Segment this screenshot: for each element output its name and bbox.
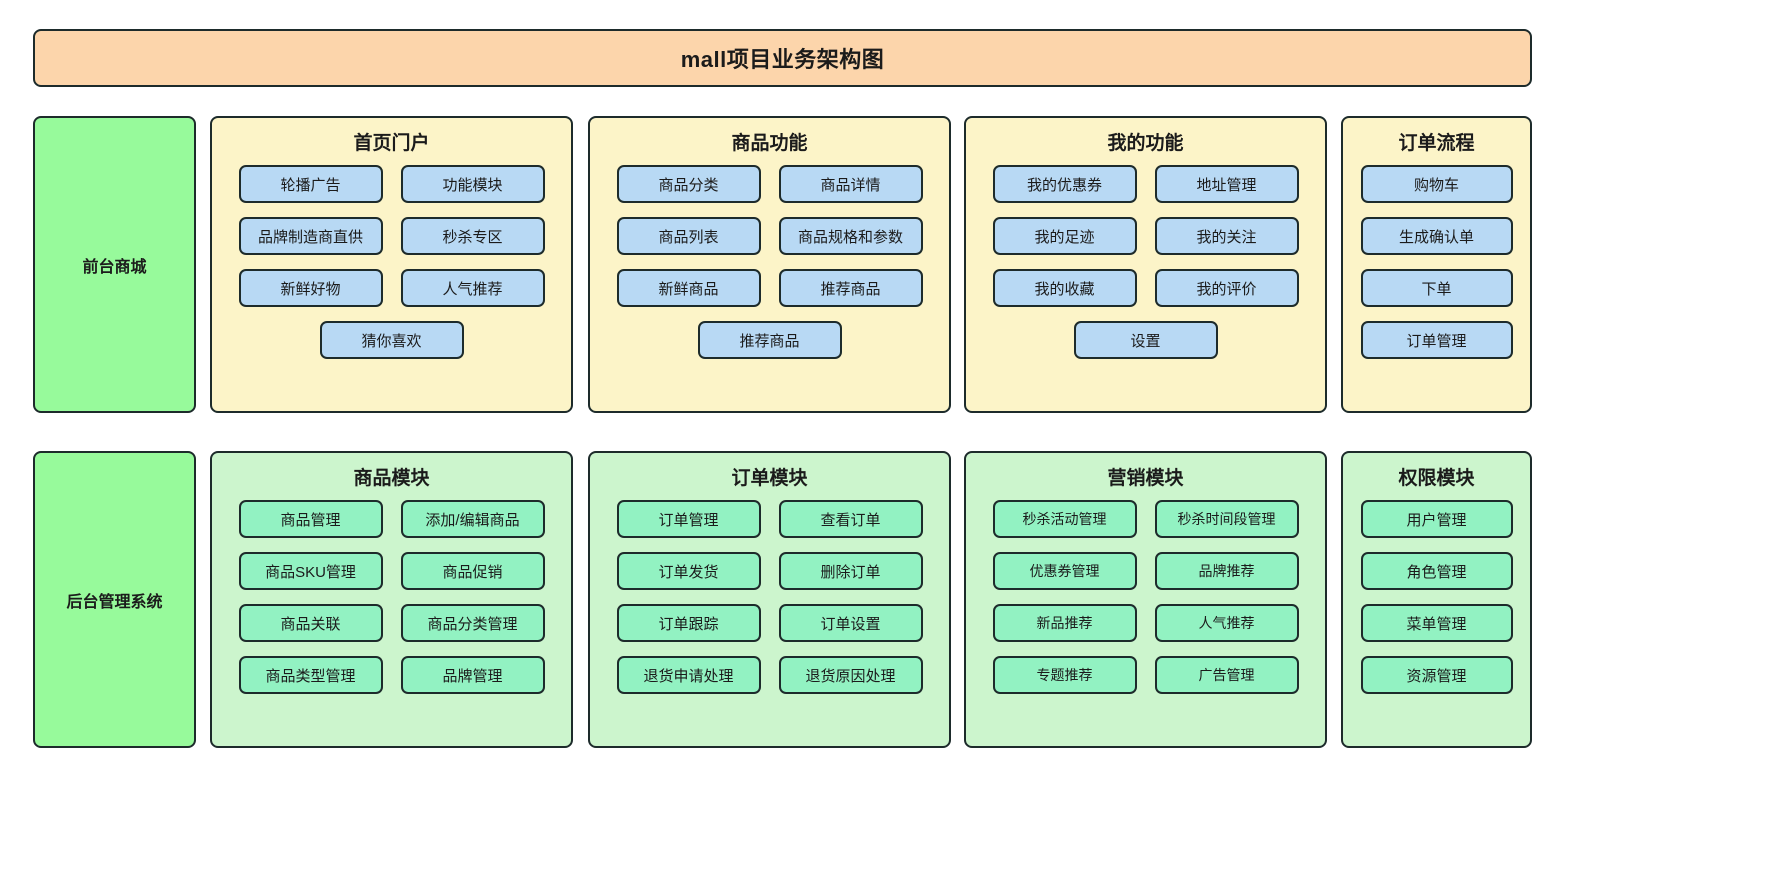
panel-order-module: 订单模块 订单管理查看订单订单发货删除订单订单跟踪订单设置退货申请处理退货原因处… xyxy=(588,451,951,748)
node-box[interactable]: 商品规格和参数 xyxy=(778,217,923,255)
node-box[interactable]: 品牌管理 xyxy=(400,656,545,694)
node-box[interactable]: 地址管理 xyxy=(1154,165,1299,203)
node-box[interactable]: 生成确认单 xyxy=(1360,217,1513,255)
node-box[interactable]: 订单管理 xyxy=(616,500,761,538)
node-box[interactable]: 商品关联 xyxy=(238,604,383,642)
panel-title: 商品模块 xyxy=(353,468,430,489)
panel-title: 营销模块 xyxy=(1107,468,1184,489)
panel-node-grid: 商品管理添加/编辑商品商品SKU管理商品促销商品关联商品分类管理商品类型管理品牌… xyxy=(212,500,571,694)
node-box[interactable]: 人气推荐 xyxy=(400,269,545,307)
node-box[interactable]: 新品推荐 xyxy=(992,604,1137,642)
node-box[interactable]: 推荐商品 xyxy=(778,269,923,307)
node-box[interactable]: 商品类型管理 xyxy=(238,656,383,694)
panel-title: 首页门户 xyxy=(353,133,430,154)
node-box[interactable]: 优惠券管理 xyxy=(992,552,1137,590)
node-box[interactable]: 菜单管理 xyxy=(1360,604,1513,642)
node-box[interactable]: 品牌制造商直供 xyxy=(238,217,383,255)
node-box[interactable]: 下单 xyxy=(1360,269,1513,307)
node-box[interactable]: 订单管理 xyxy=(1360,321,1513,359)
node-box[interactable]: 推荐商品 xyxy=(697,321,842,359)
panel-order-flow: 订单流程 购物车生成确认单下单订单管理 xyxy=(1341,116,1532,413)
node-box[interactable]: 我的评价 xyxy=(1154,269,1299,307)
node-box[interactable]: 轮播广告 xyxy=(238,165,383,203)
node-box[interactable]: 秒杀专区 xyxy=(400,217,545,255)
node-box[interactable]: 订单跟踪 xyxy=(616,604,761,642)
node-box[interactable]: 秒杀时间段管理 xyxy=(1154,500,1299,538)
node-box[interactable]: 查看订单 xyxy=(778,500,923,538)
node-box[interactable]: 我的足迹 xyxy=(992,217,1137,255)
node-box[interactable]: 新鲜好物 xyxy=(238,269,383,307)
node-box[interactable]: 订单设置 xyxy=(778,604,923,642)
node-box[interactable]: 退货原因处理 xyxy=(778,656,923,694)
node-box[interactable]: 购物车 xyxy=(1360,165,1513,203)
node-box[interactable]: 角色管理 xyxy=(1360,552,1513,590)
node-box[interactable]: 商品促销 xyxy=(400,552,545,590)
panel-node-grid: 商品分类商品详情商品列表商品规格和参数新鲜商品推荐商品推荐商品 xyxy=(590,165,949,359)
panel-product-features: 商品功能 商品分类商品详情商品列表商品规格和参数新鲜商品推荐商品推荐商品 xyxy=(588,116,951,413)
panel-node-grid: 轮播广告功能模块品牌制造商直供秒杀专区新鲜好物人气推荐猜你喜欢 xyxy=(212,165,571,359)
diagram-title: mall项目业务架构图 xyxy=(33,29,1532,87)
node-box[interactable]: 我的优惠券 xyxy=(992,165,1137,203)
panel-my-features: 我的功能 我的优惠券地址管理我的足迹我的关注我的收藏我的评价设置 xyxy=(964,116,1327,413)
panel-node-grid: 秒杀活动管理秒杀时间段管理优惠券管理品牌推荐新品推荐人气推荐专题推荐广告管理 xyxy=(966,500,1325,694)
tier-label-frontend: 前台商城 xyxy=(33,116,196,413)
node-box[interactable]: 商品分类 xyxy=(616,165,761,203)
node-box[interactable]: 新鲜商品 xyxy=(616,269,761,307)
panel-title: 订单流程 xyxy=(1398,133,1475,154)
node-box[interactable]: 商品列表 xyxy=(616,217,761,255)
node-box[interactable]: 用户管理 xyxy=(1360,500,1513,538)
node-box[interactable]: 设置 xyxy=(1073,321,1218,359)
panel-title: 商品功能 xyxy=(731,133,808,154)
panel-permission-module: 权限模块 用户管理角色管理菜单管理资源管理 xyxy=(1341,451,1532,748)
panel-node-grid: 我的优惠券地址管理我的足迹我的关注我的收藏我的评价设置 xyxy=(966,165,1325,359)
node-box[interactable]: 功能模块 xyxy=(400,165,545,203)
panel-title: 订单模块 xyxy=(731,468,808,489)
panel-marketing-module: 营销模块 秒杀活动管理秒杀时间段管理优惠券管理品牌推荐新品推荐人气推荐专题推荐广… xyxy=(964,451,1327,748)
node-box[interactable]: 资源管理 xyxy=(1360,656,1513,694)
node-box[interactable]: 订单发货 xyxy=(616,552,761,590)
panel-goods-module: 商品模块 商品管理添加/编辑商品商品SKU管理商品促销商品关联商品分类管理商品类… xyxy=(210,451,573,748)
node-box[interactable]: 添加/编辑商品 xyxy=(400,500,545,538)
node-box[interactable]: 秒杀活动管理 xyxy=(992,500,1137,538)
panel-title: 权限模块 xyxy=(1398,468,1475,489)
panel-node-grid: 用户管理角色管理菜单管理资源管理 xyxy=(1343,500,1530,694)
node-box[interactable]: 专题推荐 xyxy=(992,656,1137,694)
node-box[interactable]: 我的关注 xyxy=(1154,217,1299,255)
node-box[interactable]: 商品详情 xyxy=(778,165,923,203)
tier-label-backend: 后台管理系统 xyxy=(33,451,196,748)
node-box[interactable]: 猜你喜欢 xyxy=(319,321,464,359)
panel-node-grid: 购物车生成确认单下单订单管理 xyxy=(1343,165,1530,359)
node-box[interactable]: 删除订单 xyxy=(778,552,923,590)
node-box[interactable]: 商品管理 xyxy=(238,500,383,538)
panel-node-grid: 订单管理查看订单订单发货删除订单订单跟踪订单设置退货申请处理退货原因处理 xyxy=(590,500,949,694)
node-box[interactable]: 我的收藏 xyxy=(992,269,1137,307)
node-box[interactable]: 退货申请处理 xyxy=(616,656,761,694)
node-box[interactable]: 商品SKU管理 xyxy=(238,552,383,590)
node-box[interactable]: 广告管理 xyxy=(1154,656,1299,694)
panel-home-portal: 首页门户 轮播广告功能模块品牌制造商直供秒杀专区新鲜好物人气推荐猜你喜欢 xyxy=(210,116,573,413)
node-box[interactable]: 人气推荐 xyxy=(1154,604,1299,642)
panel-title: 我的功能 xyxy=(1107,133,1184,154)
node-box[interactable]: 商品分类管理 xyxy=(400,604,545,642)
node-box[interactable]: 品牌推荐 xyxy=(1154,552,1299,590)
